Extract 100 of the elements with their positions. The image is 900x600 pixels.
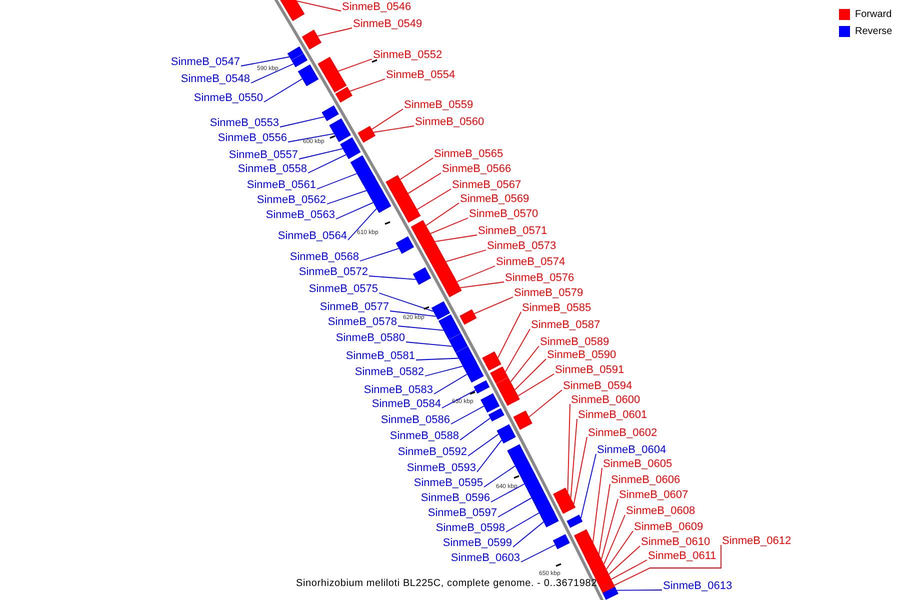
gene-label: SinmeB_0570: [469, 208, 538, 220]
gene-block: [560, 500, 576, 514]
gene-block: [335, 86, 352, 103]
gene-label: SinmeB_0598: [436, 522, 505, 534]
gene-block: [344, 143, 361, 160]
gene-label: SinmeB_0571: [478, 225, 548, 237]
leader-line: [390, 310, 436, 317]
leader-line: [338, 58, 372, 72]
gene-block: [480, 393, 500, 413]
gene-label: SinmeB_0606: [611, 474, 680, 486]
gene-label: SinmeB_0612: [722, 535, 792, 547]
gene-label: SinmeB_0558: [238, 163, 307, 175]
gene-label: SinmeB_0589: [540, 336, 610, 348]
gene-label: SinmeB_0576: [505, 272, 574, 284]
gene-block: [420, 236, 438, 254]
gene-block: [329, 118, 351, 142]
leader-line: [592, 468, 602, 543]
leader-line: [400, 158, 434, 180]
gene-label: SinmeB_0593: [406, 462, 476, 474]
leader-line: [474, 296, 514, 314]
gene-block: [425, 246, 454, 284]
leader-line: [406, 342, 453, 347]
leader-line: [468, 434, 499, 456]
gene-label: SinmeB_0594: [563, 380, 632, 392]
leader-line: [603, 514, 626, 565]
gene-block: [488, 408, 504, 422]
leader-line: [518, 374, 554, 396]
gene-block: [490, 366, 508, 384]
gene-label: SinmeB_0579: [514, 287, 584, 299]
leader-line: [368, 276, 416, 280]
gene-label: SinmeB_0590: [547, 349, 616, 361]
gene-label: SinmeB_0550: [194, 92, 263, 104]
gene-label: SinmeB_0565: [434, 148, 504, 160]
gene-block: [448, 333, 468, 353]
gene-label: SinmeB_0607: [619, 489, 688, 501]
gene-label: SinmeB_0587: [531, 319, 600, 331]
gene-label: SinmeB_0574: [496, 256, 566, 268]
gene-label: SinmeB_0613: [663, 580, 732, 592]
leader-line: [416, 358, 459, 360]
leader-line: [240, 56, 290, 66]
gene-label: SinmeB_0547: [170, 56, 240, 68]
gene-label: SinmeB_0584: [372, 398, 441, 410]
gene-block: [434, 306, 450, 320]
gene-label: SinmeB_0605: [603, 458, 672, 470]
gene-label: SinmeB_0563: [266, 209, 335, 221]
gene-label: SinmeB_0592: [398, 446, 467, 458]
leader-line: [616, 590, 662, 591]
leader-line: [371, 108, 404, 130]
gene-label: SinmeB_0575: [308, 283, 378, 295]
leader-line: [434, 374, 468, 394]
leader-line: [606, 530, 634, 570]
gene-label: SinmeB_0581: [346, 350, 415, 362]
gene-label: SinmeB_0578: [328, 316, 397, 328]
gene-label: SinmeB_0582: [354, 366, 424, 378]
gene-label: SinmeB_0583: [364, 384, 433, 396]
leader-line: [580, 454, 596, 519]
leader-line: [348, 208, 377, 240]
gene-label: SinmeB_0554: [386, 69, 456, 81]
leader-line: [490, 484, 525, 502]
leader-line: [498, 498, 532, 518]
gene-block: [412, 267, 432, 285]
leader-line: [408, 172, 442, 194]
gene-block: [513, 410, 532, 430]
gene-block: [446, 284, 462, 298]
gene-label: SinmeB_0564: [278, 230, 347, 242]
gene-block: [374, 197, 392, 213]
gene-block: [507, 444, 536, 482]
leader-line: [326, 190, 367, 204]
leader-line: [250, 63, 294, 84]
gene-block: [302, 30, 322, 50]
leader-line: [446, 250, 486, 262]
leader-line: [600, 498, 618, 560]
leader-line: [456, 266, 496, 282]
gene-block: [318, 56, 347, 93]
gene-label: SinmeB_0595: [414, 477, 483, 489]
leader-line: [573, 436, 588, 505]
gene-label: SinmeB_0591: [555, 364, 624, 376]
leader-line: [608, 546, 640, 575]
gene-label: SinmeB_0599: [442, 537, 512, 549]
leader-line: [296, 0, 342, 12]
gene-block: [277, 0, 305, 22]
gene-block: [460, 309, 477, 325]
gene-label: SinmeB_0560: [415, 116, 484, 128]
leader-line: [442, 390, 476, 408]
leader-line: [424, 366, 464, 376]
leader-line: [504, 328, 530, 372]
gene-label: SinmeB_0562: [256, 194, 326, 206]
gene-block: [401, 203, 421, 223]
gene-label: SinmeB_0611: [648, 550, 716, 562]
leader-line: [567, 404, 570, 493]
gene-label: SinmeB_0596: [420, 492, 490, 504]
leader-line: [317, 28, 352, 37]
gene-label: SinmeB_0548: [180, 73, 250, 85]
gene-label: SinmeB_0585: [522, 302, 592, 314]
gene-label: SinmeB_0552: [373, 49, 442, 61]
gene-label: SinmeB_0586: [380, 414, 450, 426]
gene-label: SinmeB_0559: [404, 99, 474, 111]
gene-label: SinmeB_0567: [452, 179, 522, 191]
leader-line: [598, 484, 610, 555]
leader-line: [378, 292, 434, 312]
